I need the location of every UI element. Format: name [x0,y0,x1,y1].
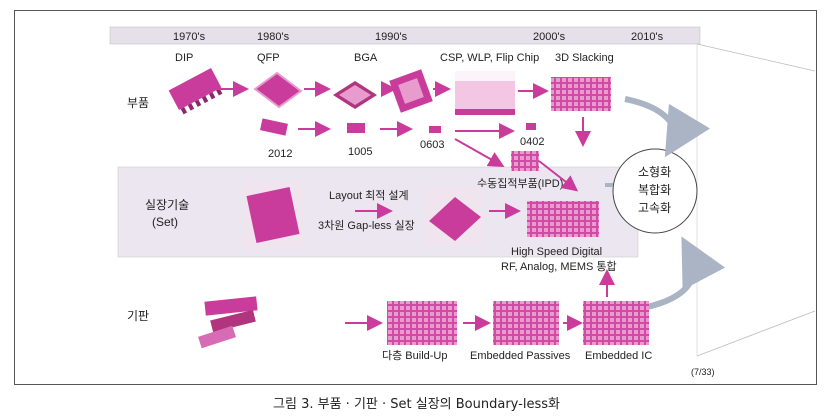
chip-2012-image [260,118,288,136]
label-csp: CSP, WLP, Flip Chip [440,52,539,64]
goal-line1: 소형화 [638,165,671,179]
bga-topview-image [389,69,433,113]
chip-size-1005: 1005 [348,146,372,158]
3d-stacking-image [551,77,611,111]
dip-package-image [168,68,223,115]
substrate-boards-image [198,296,258,349]
ipd-image [511,151,539,171]
high-speed-line1: High Speed Digital [511,246,602,258]
label-bga: BGA [354,52,378,64]
chip-size-0402: 0402 [520,136,544,148]
bga-package-image [333,81,377,109]
ipd-label: 수동집적부품(IPD) [477,177,563,190]
gapless-note: 3차원 Gap-less 실장 [318,219,415,232]
chip-size-2012: 2012 [268,148,292,160]
stage-embedded-ic: Embedded IC [585,350,652,362]
decade-1990: 1990's [375,31,408,43]
row-label-mounting: 실장기술 [145,198,189,212]
gapless-board-image [425,187,483,245]
build-up-image [387,301,457,345]
stage-build-up: 다층 Build-Up [382,349,447,362]
set-board-image [243,181,303,249]
figure-frame: 1970's 1980's 1990's 2000's 2010's 부품 실장… [14,10,817,385]
decade-2010: 2010's [631,31,664,43]
decade-1970: 1970's [173,31,206,43]
page-ref: (7/33) [691,367,715,377]
row-label-component: 부품 [127,96,149,110]
chip-1005-image [347,123,365,133]
label-dip: DIP [175,52,193,64]
chip-size-0603: 0603 [420,139,444,151]
high-speed-module-image [527,201,599,237]
packaging-evolution-diagram: 1970's 1980's 1990's 2000's 2010's 부품 실장… [109,26,816,377]
embedded-passives-image [493,301,559,345]
figure-caption: 그림 3. 부품 · 기판 · Set 실장의 Boundary-less화 [273,397,560,412]
flip-chip-image [455,71,515,115]
decade-2000: 2000's [533,31,566,43]
goal-line2: 복합화 [638,183,671,197]
row-label-substrate: 기판 [127,309,149,323]
goal-circle [612,148,698,234]
chip-0402-image [526,123,536,130]
label-3d-stacking: 3D Slacking [555,52,614,64]
timeline-band [109,26,701,45]
layout-note: Layout 최적 설계 [329,189,409,202]
decade-1980: 1980's [257,31,290,43]
label-qfp: QFP [257,52,280,64]
stage-embedded-passives: Embedded Passives [470,350,571,362]
embedded-ic-image [583,301,649,345]
row-label-mounting-sub: (Set) [152,215,178,229]
goal-line3: 고속화 [638,201,671,215]
chip-0603-image [429,126,441,133]
qfp-package-image [253,71,303,109]
high-speed-line2: RF, Analog, MEMS 통합 [501,260,617,273]
